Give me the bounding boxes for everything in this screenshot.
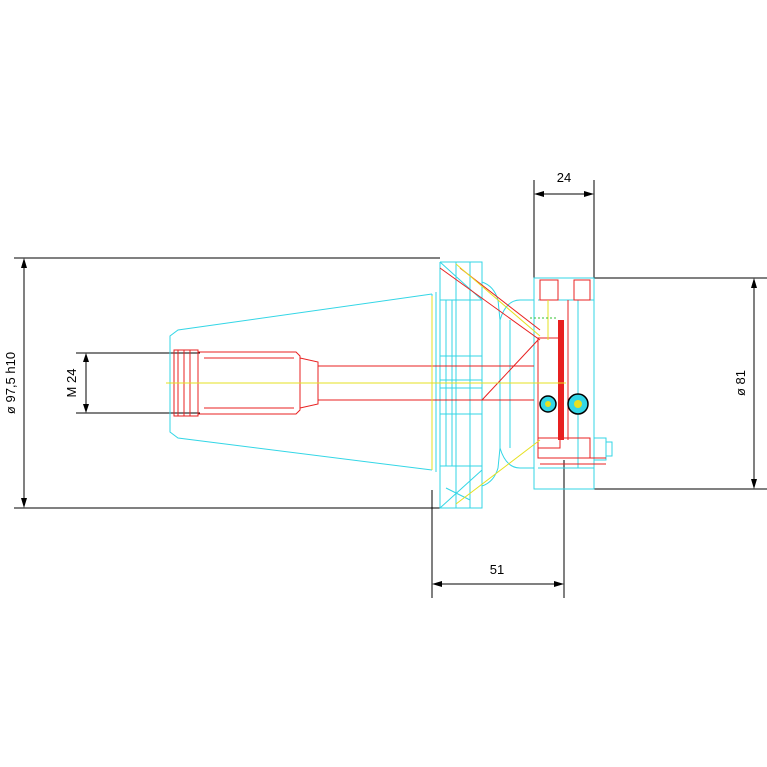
dimension-lines (14, 180, 767, 598)
dimension-diameter-flange: ø 81 (733, 370, 748, 396)
center-lines (166, 263, 566, 505)
dimension-length-top: 24 (557, 170, 571, 185)
dimension-diameter-large: ø 97,5 h10 (3, 352, 18, 414)
ball-detail-left (539, 395, 557, 413)
dimension-length-bottom: 51 (490, 562, 504, 577)
dimension-thread: M 24 (64, 369, 79, 398)
thread-parts (173, 267, 606, 465)
taper-outline (169, 261, 613, 509)
ball-detail-right (567, 393, 589, 415)
